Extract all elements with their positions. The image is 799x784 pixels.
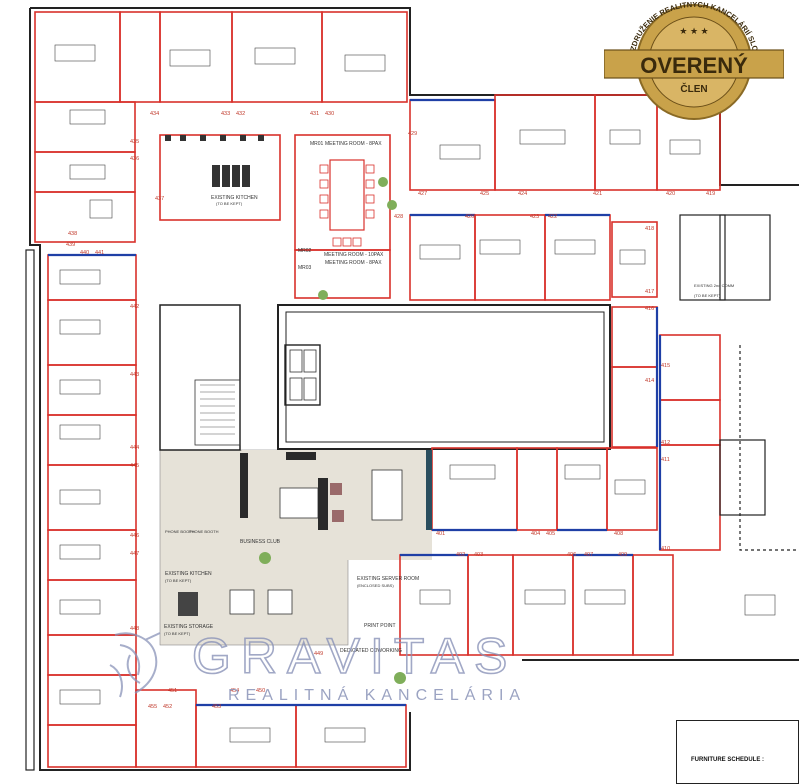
room-number: 430 [325,111,334,117]
label-existing-kitchen-top-note: (TO BE KEPT) [216,201,243,206]
room-number: 455 [148,704,157,710]
room-number: 435 [130,139,139,145]
label-existing-storage: EXISTING STORAGE [164,624,214,630]
label-existing-server-room: EXISTING SERVER ROOM [357,576,419,582]
room-number: 431 [310,111,319,117]
room-number: 403 [474,552,483,558]
room-number: 407 [584,552,593,558]
meeting-table-8pax [319,159,375,247]
left-offices [47,253,137,636]
room-number: 411 [661,457,670,463]
label-meeting-8pax-a: MEETING ROOM - 8PAX [325,141,382,147]
room-number: 404 [531,531,540,537]
room-number: 433 [221,111,230,117]
room-numbers: 434 433 432 431 430 435 436 437 438 439 … [66,111,715,710]
label-phone-booth-a: PHONE BOOTH [165,529,195,534]
room-number: 429 [408,131,417,137]
room-number: 453 [212,704,221,710]
room-number: 428 [394,214,403,220]
room-number: 444 [130,445,139,451]
room-number: 421 [593,191,602,197]
room-number: 450 [256,688,265,694]
room-number: 402 [456,552,465,558]
room-number: 426 [465,214,474,220]
room-number: 414 [645,378,654,384]
room-number: 416 [645,306,654,312]
label-existing-storage-note: (TO BE KEPT) [164,631,191,636]
label-print-point: PRINT POINT [364,623,396,629]
room-number: 434 [150,111,159,117]
label-server-note: (ENCLOSED SUBS) [357,583,394,588]
top-offices [34,11,408,299]
room-number: 420 [666,191,675,197]
room-number: 445 [130,463,139,469]
room-number: 422 [548,214,557,220]
room-number: 409 [618,552,627,558]
room-number: 442 [130,304,139,310]
label-existing-kitchen-left: EXISTING KITCHEN [165,571,212,577]
club-furniture [178,177,432,684]
room-number: 427 [418,191,427,197]
room-number: 451 [168,688,177,694]
room-number: 441 [95,250,104,256]
right-offices [611,214,799,551]
room-number: 452 [163,704,172,710]
label-existing-kitchen-left-note: (TO BE KEPT) [165,578,192,583]
kitchen-top-fixtures [165,135,264,187]
room-number: 432 [236,111,245,117]
badge-ribbon [604,49,784,79]
furniture-schedule-label: FURNITURE SCHEDULE : [691,757,764,763]
label-existing-2nd-comm: EXISTING 2nd COMM [694,283,734,288]
room-number: 412 [661,440,670,446]
central-core [159,304,611,451]
room-number: 446 [130,533,139,539]
desks [54,44,776,743]
room-number: 449 [314,651,323,657]
room-number: 439 [66,242,75,248]
room-number: 408 [614,531,623,537]
room-number: 436 [130,156,139,162]
label-dedicated-coworking: DEDICATED COWORKING [340,648,402,654]
label-business-club: BUSINESS CLUB [240,539,281,545]
room-number: 438 [68,231,77,237]
room-number: 440 [80,250,89,256]
badge-stars: ★ ★ ★ [679,26,708,36]
room-number: 443 [130,372,139,378]
label-mr02: MR02 [298,248,312,254]
label-phone-booth-b: PHONE BOOTH [189,529,219,534]
room-number: 401 [436,531,445,537]
label-existing-kitchen-top: EXISTING KITCHEN [211,195,258,201]
label-meeting-10pax: MEETING ROOM - 10PAX [324,252,384,258]
badge-main-text: OVERENÝ [640,53,748,78]
room-number: 448 [130,626,139,632]
verified-member-badge: ZDRUŽENIE REALITNÝCH KANCELÁRIÍ SLOVENSK… [604,2,784,120]
top-right-offices [409,94,721,301]
room-number: 425 [480,191,489,197]
label-meeting-8pax-b: MEETING ROOM - 8PAX [325,260,382,266]
bottom-offices [47,634,407,768]
label-existing-2nd-comm-note: (TO BE KEPT) [694,293,721,298]
room-number: 423 [530,214,539,220]
room-number: 418 [645,226,654,232]
room-number: 437 [155,196,164,202]
badge-sub-text: ČLEN [680,82,707,95]
room-number: 405 [546,531,555,537]
room-number: 424 [518,191,527,197]
room-number: 417 [645,289,654,295]
room-number: 410 [661,546,670,552]
room-number: 406 [567,552,576,558]
room-number: 419 [706,191,715,197]
middle-right-offices [399,447,674,656]
room-number: 415 [661,363,670,369]
label-mr03: MR03 [298,265,312,271]
room-number: 454 [230,688,239,694]
furniture-schedule-box: FURNITURE SCHEDULE : [676,720,799,784]
label-mr01: MR01 [310,141,324,147]
room-number: 447 [130,551,139,557]
